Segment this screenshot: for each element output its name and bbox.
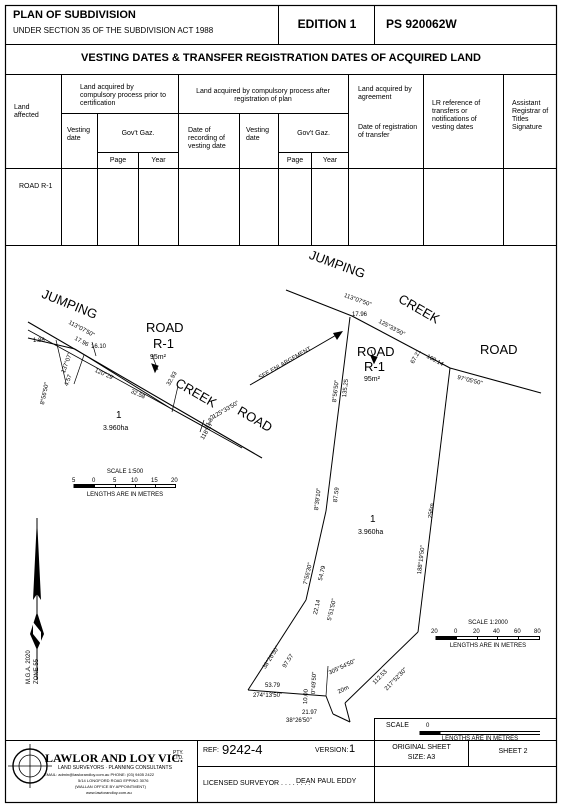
scale-label: SCALE (386, 722, 409, 729)
original-sheet-size: SIZE: A3 (407, 754, 436, 761)
left-scale-tick-5: 15 (151, 478, 158, 484)
ps-number: PS 920062W (386, 17, 457, 31)
right-scale-tick-3: 20 (473, 629, 480, 635)
firm-web: www.lawlorandloy.com.au (86, 790, 132, 795)
left-scale-tick-1: 5 (72, 478, 76, 484)
sub-year-2: Year (322, 157, 338, 164)
ref-label: REF: (203, 747, 219, 754)
north-zone: ZONE 55 (34, 658, 40, 684)
firm-logo-icon (8, 744, 52, 788)
version-value: 1 (349, 743, 356, 755)
right-road-title: ROAD (357, 344, 395, 359)
left-road-id: R-1 (153, 336, 174, 351)
right-road-id: R-1 (364, 359, 385, 374)
right-distance-1: 17.96 (352, 312, 368, 318)
left-road-title: ROAD (146, 320, 184, 335)
right-scale-tick-1: 20 (431, 629, 438, 635)
right-scale-tick-2: 0 (454, 629, 458, 635)
version-label: VERSION: (315, 747, 349, 754)
sub-vesting-date-2: Vesting date (246, 127, 269, 142)
right-bearing-13: 38°26'50" (286, 718, 312, 724)
north-datum: M.G.A. 2020 (26, 650, 32, 684)
plan-subtitle: UNDER SECTION 35 OF THE SUBDIVISION ACT … (13, 26, 214, 35)
right-road-top-label: ROAD (480, 342, 518, 357)
sub-date-recording: Date of recording of vesting date (188, 127, 226, 150)
right-lot-number: 1 (370, 514, 376, 525)
table-row-land: ROAD R-1 (19, 183, 53, 190)
left-road-area: 95m² (150, 354, 166, 361)
scale-units: LENGTHS ARE IN METRES (441, 736, 519, 742)
right-scale-tick-4: 40 (493, 629, 500, 635)
right-scale-tick-5: 60 (514, 629, 521, 635)
right-bearing-12: 274°13'50" (253, 693, 283, 699)
right-lot-area: 3.960ha (358, 529, 384, 536)
right-road-area: 95m² (364, 376, 380, 383)
firm-address: 5/14 LONGFORD ROAD EPPING 3076 (78, 778, 149, 783)
sub-year: Year (151, 157, 166, 164)
sub-date-registration: Date of registration of transfer (358, 124, 418, 139)
group-compulsory-after: Land acquired by compulsory process afte… (196, 88, 330, 103)
col-assistant-registrar: Assistant Registrar of Titles Signature (512, 100, 549, 131)
left-scale-label: SCALE 1:500 (106, 469, 144, 475)
sub-govt-gaz-2: Gov't Gaz. (297, 130, 330, 137)
left-scale-tick-2: 0 (92, 478, 96, 484)
surveyor-name: DEAN PAUL EDDY (296, 778, 357, 785)
surveyor-label: LICENSED SURVEYOR . . . . . . . . (203, 780, 311, 787)
sub-page-2: Page (286, 157, 304, 164)
plan-title: PLAN OF SUBDIVISION (13, 9, 136, 21)
left-distance-1: 1.86 (33, 338, 45, 344)
right-scale-label: SCALE 1:2000 (468, 620, 508, 626)
right-scale-tick-6: 80 (534, 629, 541, 635)
ref-value: 9242-4 (222, 742, 263, 757)
left-scale-tick-4: 10 (131, 478, 138, 484)
firm-suffix: PTY. LTD. (173, 750, 184, 761)
right-scale-units: LENGTHS ARE IN METRES (449, 643, 527, 649)
right-distance-13: 21.97 (302, 710, 318, 716)
sub-page: Page (109, 157, 127, 164)
left-lot-area: 3.960ha (103, 425, 129, 432)
original-sheet-label: ORIGINAL SHEET (392, 744, 451, 751)
sub-govt-gaz: Gov't Gaz. (121, 130, 155, 137)
scale-tick: 0 (426, 723, 430, 729)
right-distance-12: 53.79 (265, 683, 281, 689)
firm-tagline: LAND SURVEYORS · PLANNING CONSULTANTS (58, 765, 172, 771)
group-compulsory-prior: Land acquired by compulsory process prio… (80, 84, 166, 107)
firm-name: LAWLOR AND LOY VIC. (45, 751, 184, 765)
left-scale-tick-6: 20 (171, 478, 178, 484)
firm-contact: EMAIL: admin@lawlorandloy.com.au PHONE: … (44, 772, 155, 777)
north-arrow-icon (30, 518, 44, 680)
left-lot-number: 1 (116, 410, 122, 421)
col-land-affected: Land affected (14, 104, 39, 119)
sheet-number: SHEET 2 (498, 748, 528, 755)
sub-vesting-date: Vesting date (67, 127, 90, 142)
right-distance-11: 10.00 (303, 689, 310, 705)
col-lr-reference: LR reference of transfers or notificatio… (432, 100, 481, 131)
left-scale-units: LENGTHS ARE IN METRES (86, 492, 164, 498)
vesting-table-title: VESTING DATES & TRANSFER REGISTRATION DA… (81, 52, 481, 64)
edition-label: EDITION 1 (297, 17, 357, 31)
group-agreement: Land acquired by agreement (358, 86, 412, 101)
firm-office: (WALLAN OFFICE BY APPOINTMENT) (75, 784, 146, 789)
right-bearing-11: 0°49'50" (311, 671, 319, 695)
left-distance-3: 16.10 (91, 344, 107, 350)
left-scale-tick-3: 5 (113, 478, 117, 484)
